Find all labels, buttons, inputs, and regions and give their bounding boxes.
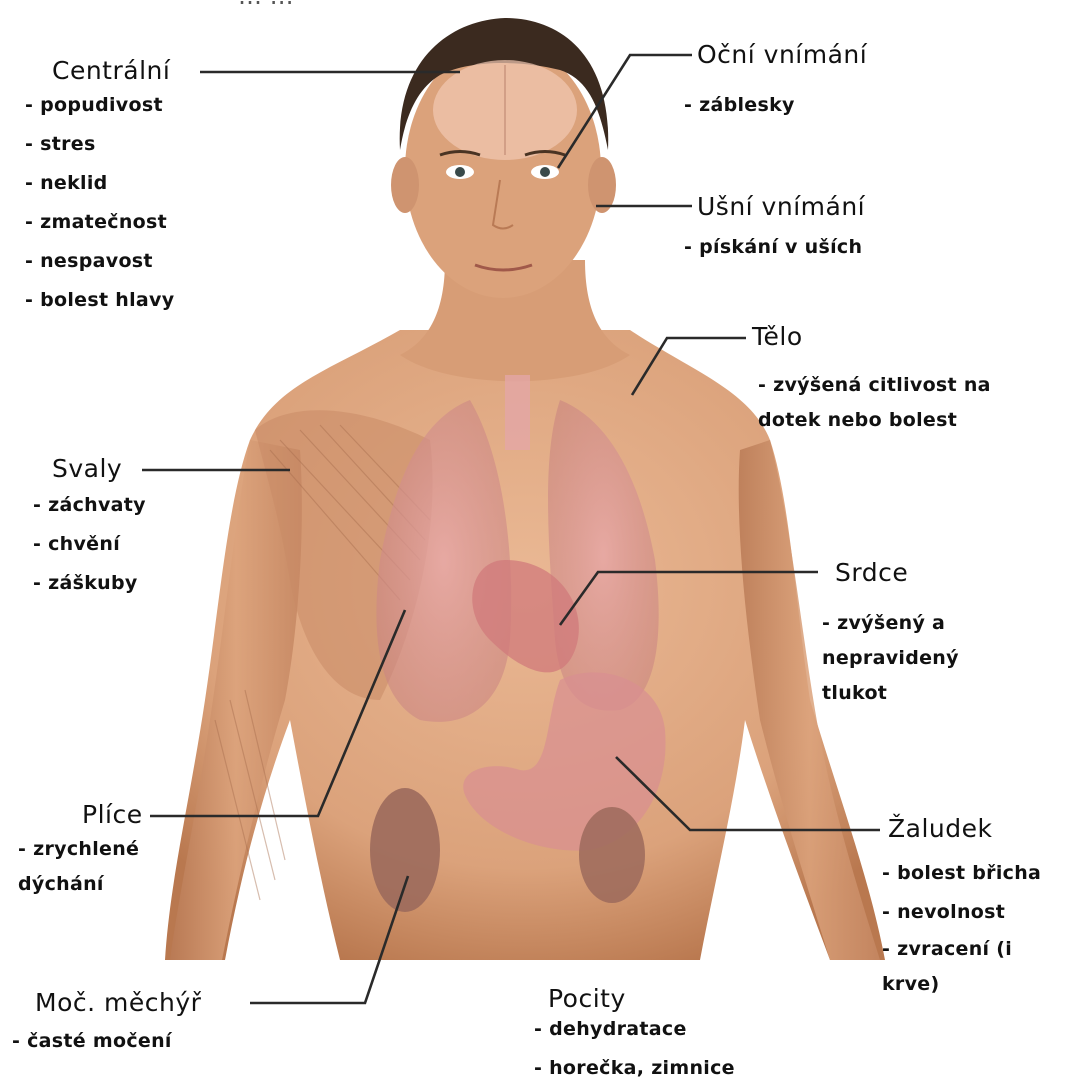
group-zaludek-title: Žaludek <box>888 814 992 844</box>
group-plice-items: zrychlené dýchání <box>18 832 178 902</box>
group-srdce-title: Srdce <box>835 558 908 588</box>
group-ocni-title: Oční vnímání <box>697 40 867 70</box>
list-item: záblesky <box>684 86 795 125</box>
group-usni-title: Ušní vnímání <box>697 192 865 222</box>
item-text: zvracení (i krve) <box>882 938 1012 995</box>
group-zaludek-items-wrap: zvracení (i krve) <box>882 932 1052 1002</box>
group-srdce-items: zvýšený a nepravidený tlukot <box>822 606 1002 711</box>
group-centralni-items: popudivost stres neklid zmatečnost nespa… <box>25 86 174 320</box>
item-text: zrychlené dýchání <box>18 838 139 895</box>
group-telo-title: Tělo <box>752 322 803 352</box>
item-text: zvýšená citlivost na dotek nebo bolest <box>758 374 991 431</box>
group-mocovy-items: časté močení <box>12 1022 172 1061</box>
list-item: bolest břicha <box>882 854 1041 893</box>
list-item: zvýšený a nepravidený tlukot <box>822 606 1002 711</box>
list-item: záškuby <box>33 564 146 603</box>
cropped-title: … … <box>238 0 294 10</box>
list-item: zmatečnost <box>25 203 174 242</box>
group-plice-title: Plíce <box>82 800 143 830</box>
item-text: zvýšený a nepravidený tlukot <box>822 612 959 704</box>
trachea <box>505 375 530 450</box>
list-item: časté močení <box>12 1022 172 1061</box>
left-ear <box>391 157 419 213</box>
list-item: bolest hlavy <box>25 281 174 320</box>
group-usni-items: pískání v uších <box>684 228 862 267</box>
list-item: neklid <box>25 164 174 203</box>
group-pocity-items: dehydratace horečka, zimnice <box>534 1010 735 1088</box>
list-item: horečka, zimnice <box>534 1049 735 1088</box>
group-mocovy-title: Moč. měchýř <box>35 988 201 1018</box>
right-iris <box>540 167 550 177</box>
list-item: chvění <box>33 525 146 564</box>
list-item: zvracení (i krve) <box>882 932 1052 1002</box>
list-item: stres <box>25 125 174 164</box>
group-telo-items: zvýšená citlivost na dotek nebo bolest <box>758 368 1058 438</box>
list-item: zvýšená citlivost na dotek nebo bolest <box>758 368 1058 438</box>
right-ear <box>588 157 616 213</box>
group-svaly-items: záchvaty chvění záškuby <box>33 486 146 603</box>
list-item: zrychlené dýchání <box>18 832 178 902</box>
list-item: popudivost <box>25 86 174 125</box>
left-iris <box>455 167 465 177</box>
left-kidney <box>370 788 440 912</box>
list-item: záchvaty <box>33 486 146 525</box>
group-title: Centrální <box>52 56 170 86</box>
list-item: dehydratace <box>534 1010 735 1049</box>
list-item: pískání v uších <box>684 228 862 267</box>
list-item: nespavost <box>25 242 174 281</box>
right-kidney <box>579 807 645 903</box>
group-svaly-title: Svaly <box>52 454 122 484</box>
group-zaludek-items: bolest břicha nevolnost <box>882 854 1041 932</box>
group-centralni: Centrální <box>52 56 170 86</box>
list-item: nevolnost <box>882 893 1041 932</box>
group-ocni-items: záblesky <box>684 86 795 125</box>
